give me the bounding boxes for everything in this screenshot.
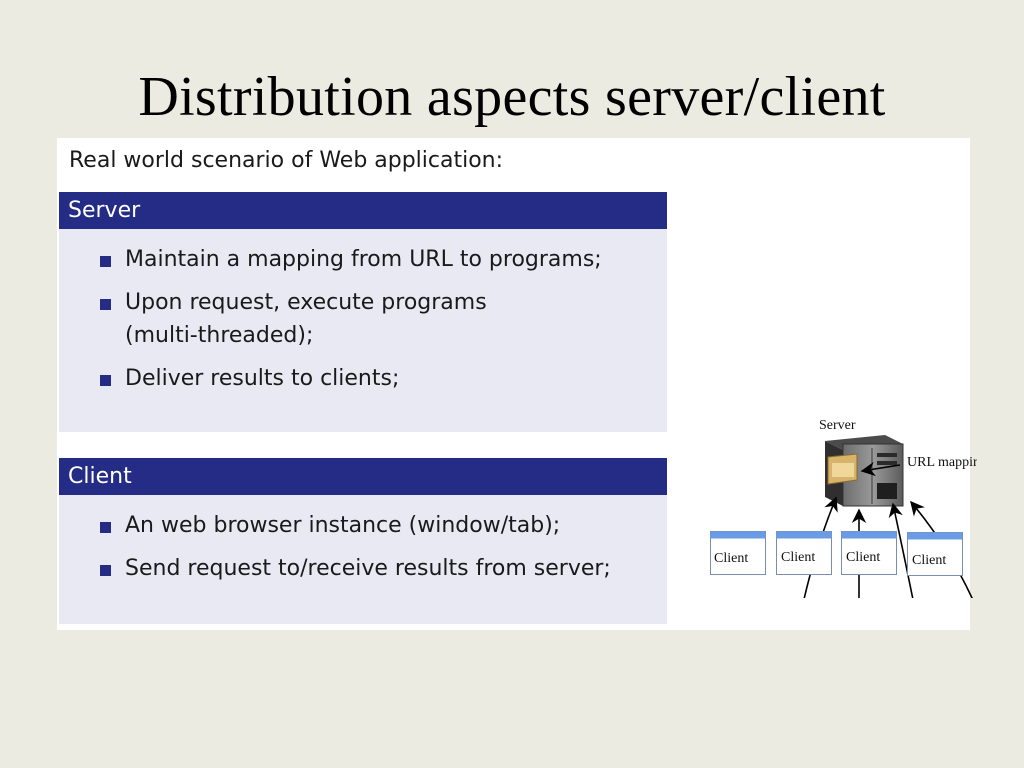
client-window-3: Client: [841, 531, 897, 575]
list-item: An web browser instance (window/tab);: [59, 509, 667, 542]
client-label: Client: [846, 550, 880, 565]
list-item-text: Maintain a mapping from URL to programs;: [125, 247, 602, 272]
client-block: Client An web browser instance (window/t…: [59, 458, 667, 624]
server-client-diagram: Server URL mapping: [697, 258, 977, 598]
slide-title: Distribution aspects server/client: [138, 66, 886, 128]
client-block-body: An web browser instance (window/tab); Se…: [59, 495, 667, 585]
client-block-heading: Client: [59, 458, 667, 495]
bullet-square-icon: [100, 565, 111, 576]
list-item-text: An web browser instance (window/tab);: [125, 513, 561, 538]
client-window-1: Client: [710, 531, 766, 575]
list-item: Deliver results to clients;: [59, 362, 667, 395]
list-item: Upon request, execute programs (multi-th…: [59, 286, 545, 352]
client-label: Client: [714, 551, 748, 566]
server-block-heading: Server: [59, 192, 667, 229]
list-item: Maintain a mapping from URL to programs;: [59, 243, 667, 276]
server-icon: [825, 435, 904, 507]
server-label: Server: [819, 418, 856, 433]
list-item: Send request to/receive results from ser…: [59, 552, 667, 585]
client-window-2: Client: [776, 531, 832, 575]
client-label: Client: [912, 553, 946, 568]
server-block: Server Maintain a mapping from URL to pr…: [59, 192, 667, 432]
url-mapping-label: URL mapping: [907, 455, 977, 470]
list-item-text: Deliver results to clients;: [125, 366, 400, 391]
list-item-text: Send request to/receive results from ser…: [125, 556, 611, 581]
bullet-square-icon: [100, 299, 111, 310]
list-item-text: Upon request, execute programs (multi-th…: [125, 290, 487, 348]
bullet-square-icon: [100, 256, 111, 267]
bullet-square-icon: [100, 522, 111, 533]
bullet-square-icon: [100, 375, 111, 386]
content-panel: Real world scenario of Web application: …: [57, 138, 977, 630]
intro-text: Real world scenario of Web application:: [69, 148, 504, 173]
client-window-4: Client: [907, 532, 963, 576]
server-block-body: Maintain a mapping from URL to programs;…: [59, 229, 667, 395]
client-label: Client: [781, 550, 815, 565]
